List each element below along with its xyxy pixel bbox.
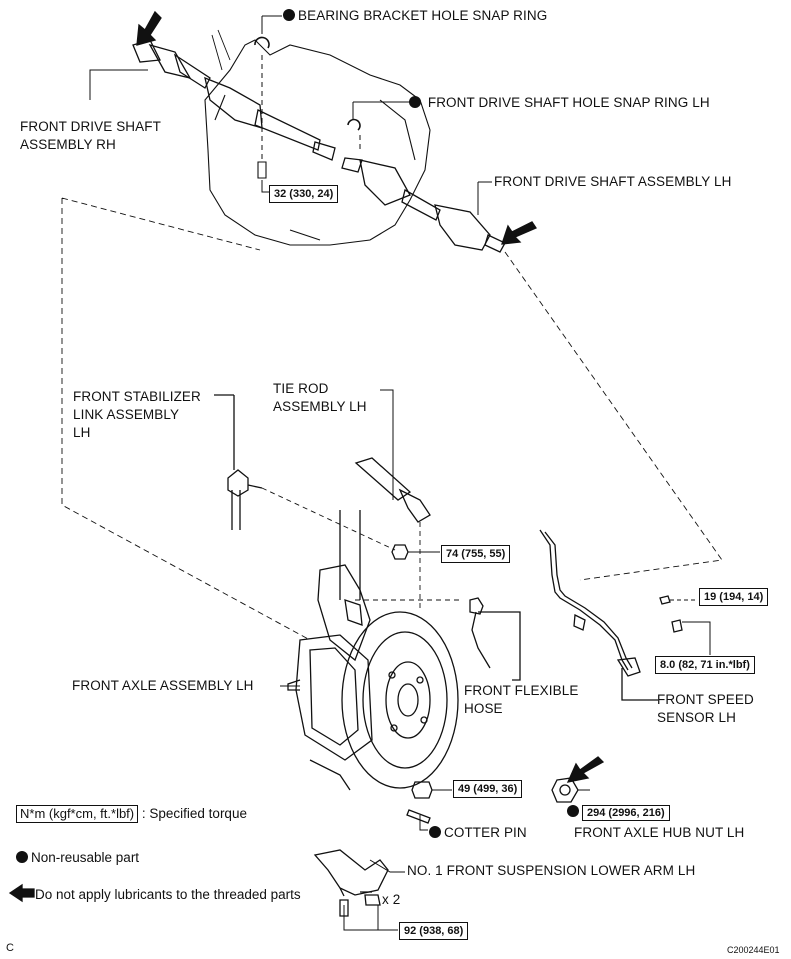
arrow-lh <box>501 221 537 245</box>
label-drive-shaft-lh: FRONT DRIVE SHAFT ASSEMBLY LH <box>494 174 732 189</box>
arrow-rh <box>136 10 162 46</box>
footer-left: C <box>6 942 14 954</box>
drive-shaft-lh-drawing <box>341 157 506 253</box>
hub-nut <box>551 777 579 803</box>
caliper-drawing <box>287 634 373 791</box>
torque-92: 92 (938, 68) <box>399 922 469 940</box>
legend-nonreusable: Non-reusable part <box>16 849 139 867</box>
drive-shaft-rh-drawing <box>132 39 336 161</box>
nut-49 <box>411 781 433 799</box>
tie-rod-drawing <box>354 389 431 610</box>
legend-no-lube: Do not apply lubricants to the threaded … <box>35 887 301 902</box>
speed-sensor-drawing <box>539 529 683 701</box>
label-speed-sensor: FRONT SPEED SENSOR LH <box>657 692 754 725</box>
bearing-snap-ring <box>254 36 270 49</box>
label-flexible-hose: FRONT FLEXIBLE HOSE <box>464 683 579 716</box>
nonreusable-dot-icon <box>429 826 441 838</box>
torque-294: 294 (2996, 216) <box>582 805 670 821</box>
knuckle-drawing <box>317 510 371 662</box>
torque-19: 19 (194, 14) <box>699 588 769 606</box>
nonreusable-dot-icon <box>409 96 421 108</box>
label-cotter-pin: COTTER PIN <box>429 824 527 842</box>
label-qty: x 2 <box>382 892 401 907</box>
torque-49: 49 (499, 36) <box>453 780 523 798</box>
label-stabilizer-link: FRONT STABILIZER LINK ASSEMBLY LH <box>73 389 201 440</box>
arrow-hub <box>566 756 605 783</box>
stabilizer-link-drawing <box>214 394 396 551</box>
nonreusable-dot-icon <box>567 805 579 817</box>
footer-code: C200244E01 <box>727 945 780 955</box>
label-bearing-bracket-snap-ring: BEARING BRACKET HOLE SNAP RING <box>283 7 547 25</box>
flexible-hose-drawing <box>469 597 521 681</box>
legend-torque: N*m (kgf*cm, ft.*lbf) : Specified torque <box>16 805 247 823</box>
torque-32: 32 (330, 24) <box>269 185 339 203</box>
legend-torque-box: N*m (kgf*cm, ft.*lbf) <box>16 805 139 823</box>
bolt-32 <box>257 161 267 179</box>
assembly-guide-dashed <box>61 197 723 641</box>
nut-74 <box>391 544 409 560</box>
nonreusable-dot-icon <box>16 851 28 863</box>
brake-disc-drawing <box>341 611 459 789</box>
transaxle-housing <box>204 29 431 246</box>
label-hub-nut: FRONT AXLE HUB NUT LH <box>574 825 745 840</box>
cotter-pin <box>406 809 431 824</box>
lower-arm-drawing <box>313 849 389 917</box>
drive-shaft-snap-ring <box>347 118 361 131</box>
nonreusable-dot-icon <box>283 9 295 21</box>
label-tie-rod: TIE ROD ASSEMBLY LH <box>273 381 367 414</box>
label-drive-shaft-rh: FRONT DRIVE SHAFT ASSEMBLY RH <box>20 119 161 152</box>
label-axle-assembly: FRONT AXLE ASSEMBLY LH <box>72 678 254 693</box>
torque-8: 8.0 (82, 71 in.*lbf) <box>655 656 755 674</box>
label-drive-shaft-hole-snap-ring-lh: FRONT DRIVE SHAFT HOLE SNAP RING LH <box>409 94 710 112</box>
label-lower-arm: NO. 1 FRONT SUSPENSION LOWER ARM LH <box>407 863 696 878</box>
torque-74: 74 (755, 55) <box>441 545 511 563</box>
legend-arrow-icon <box>8 883 35 903</box>
torque-294-group: 294 (2996, 216) <box>567 803 670 821</box>
